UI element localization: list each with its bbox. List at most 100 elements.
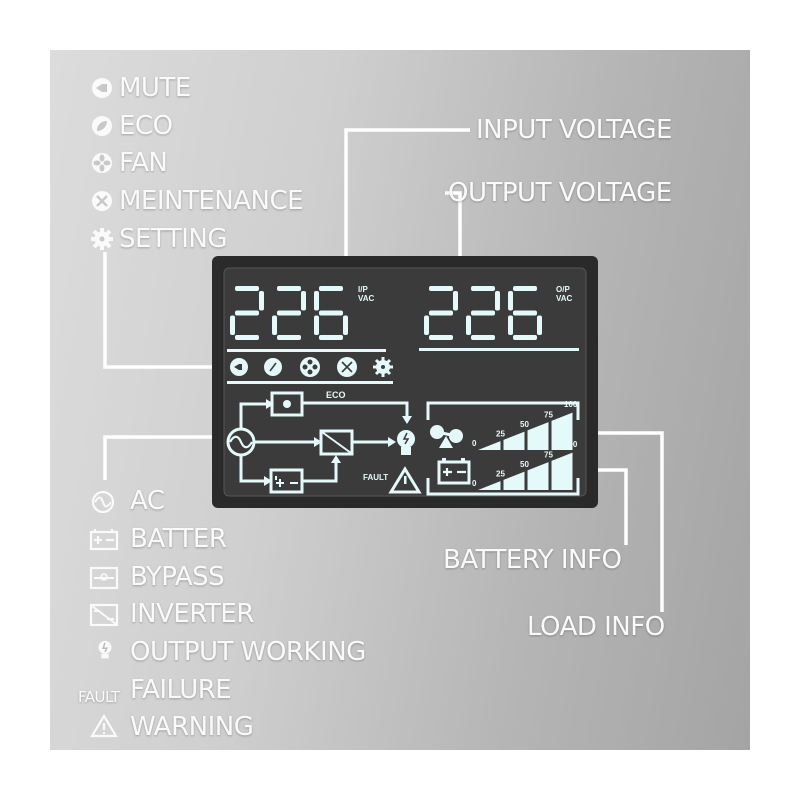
load-scale-label: 100 bbox=[564, 400, 578, 409]
battery-level-bars bbox=[478, 452, 573, 490]
digit-segment bbox=[235, 335, 259, 340]
digit-segment bbox=[429, 286, 453, 291]
input-unit-top: I/P bbox=[358, 285, 368, 294]
level-bar-segment bbox=[551, 412, 573, 450]
battery-icon bbox=[89, 529, 119, 551]
battery-scale-label: 75 bbox=[544, 451, 553, 460]
digit-segment bbox=[319, 286, 343, 291]
input-voltage-line bbox=[344, 128, 470, 278]
flow-arrow-bypass bbox=[239, 402, 266, 429]
lcd-warning-icon bbox=[388, 466, 422, 494]
digit-segment bbox=[230, 315, 235, 335]
legend-label-eco: ECO bbox=[119, 111, 173, 141]
load-scale-label: 50 bbox=[520, 420, 529, 429]
setting-gear-icon bbox=[91, 228, 113, 250]
flow-icons-line bbox=[103, 435, 214, 480]
load-bracket bbox=[426, 401, 580, 420]
legend-label-batter: BATTER bbox=[130, 524, 227, 554]
digit-segment bbox=[508, 315, 513, 335]
lcd-eco-icon bbox=[264, 358, 282, 376]
mute-icon bbox=[92, 78, 112, 98]
digit-segment bbox=[471, 335, 495, 340]
load-scale-label: 25 bbox=[496, 430, 505, 439]
legend-label-warning: WARNING bbox=[130, 712, 254, 742]
level-bar-segment bbox=[503, 431, 525, 450]
flow-arrow-eco bbox=[302, 401, 409, 418]
output-unit-bottom: VAC bbox=[556, 294, 573, 303]
digit-segment bbox=[424, 315, 429, 335]
legend-label-setting: SETTING bbox=[119, 224, 228, 254]
icons-underline bbox=[227, 381, 393, 384]
output-voltage-digits bbox=[424, 286, 542, 340]
battery-scale-label: 25 bbox=[496, 470, 505, 479]
level-bar-segment bbox=[503, 471, 525, 490]
digit-segment bbox=[277, 310, 301, 316]
lcd-setting-icon bbox=[373, 357, 393, 377]
lcd-mute-icon bbox=[230, 358, 248, 376]
ac-sine-icon bbox=[91, 490, 115, 514]
legend-label-output-working: OUTPUT WORKING bbox=[130, 637, 366, 667]
digit-segment bbox=[537, 315, 542, 335]
bulb-icon bbox=[98, 640, 112, 659]
digit-segment bbox=[259, 291, 264, 311]
lcd-fan-icon bbox=[300, 357, 320, 377]
inverter-icon bbox=[89, 603, 119, 627]
battery-scale-label: 0 bbox=[472, 479, 477, 488]
load-info-line bbox=[578, 431, 664, 612]
digit-segment bbox=[453, 291, 458, 311]
level-bar-segment bbox=[478, 481, 501, 490]
lcd-battery-level-icon bbox=[437, 458, 471, 485]
digit-segment bbox=[343, 315, 348, 335]
digit-segment bbox=[513, 335, 537, 340]
fault-text-icon: FAULT bbox=[78, 688, 120, 706]
digit-segment bbox=[471, 286, 495, 291]
legend-label-ac: AC bbox=[130, 486, 165, 516]
digit-segment bbox=[277, 335, 301, 340]
battery-bracket bbox=[426, 478, 580, 496]
legend-label-fan: FAN bbox=[119, 148, 168, 178]
flow-arrow-battery bbox=[239, 455, 264, 483]
eco-leaf-icon bbox=[92, 116, 112, 136]
legend-label-failure: FAILURE bbox=[130, 675, 232, 705]
battery-scale-label: 100 bbox=[564, 440, 578, 449]
digit-segment bbox=[429, 310, 453, 316]
digit-segment bbox=[495, 291, 500, 311]
lcd-maintenance-icon bbox=[337, 357, 357, 377]
digit-segment bbox=[272, 315, 277, 335]
load-scale-label: 75 bbox=[544, 411, 553, 420]
lcd-eco-label: ECO bbox=[326, 390, 346, 400]
digit-segment bbox=[319, 335, 343, 340]
level-bar-segment bbox=[551, 452, 573, 490]
legend-label-maintenance: MEINTENANCE bbox=[119, 186, 304, 216]
input-voltage-digits bbox=[230, 286, 348, 340]
digit-segment bbox=[471, 310, 495, 316]
legend-label-inverter: INVERTER bbox=[130, 599, 254, 629]
load-scale-label: 0 bbox=[472, 439, 477, 448]
output-unit-top: O/P bbox=[556, 285, 570, 294]
digit-segment bbox=[429, 335, 453, 340]
digit-segment bbox=[235, 286, 259, 291]
digit-segment bbox=[319, 310, 343, 316]
lcd-fault-label: FAULT bbox=[363, 473, 388, 482]
digit-segment bbox=[513, 310, 537, 316]
digit-segment bbox=[508, 291, 513, 311]
level-bar-segment bbox=[478, 441, 501, 450]
legend-label-bypass: BYPASS bbox=[130, 562, 225, 592]
maintenance-tools-icon bbox=[92, 191, 112, 211]
status-icons-line bbox=[103, 252, 214, 369]
digit-segment bbox=[314, 315, 319, 335]
digit-segment bbox=[235, 310, 259, 316]
warning-triangle-icon bbox=[90, 713, 118, 738]
bypass-icon bbox=[89, 566, 119, 590]
flow-arrow-battery-inverter bbox=[302, 462, 338, 483]
fan-icon bbox=[92, 153, 112, 173]
input-voltage-label: INPUT VOLTAGE bbox=[476, 115, 672, 145]
battery-info-label: BATTERY INFO bbox=[443, 545, 622, 575]
input-unit-bottom: VAC bbox=[358, 294, 375, 303]
output-voltage-label: OUTPUT VOLTAGE bbox=[448, 178, 672, 208]
digit-segment bbox=[301, 291, 306, 311]
digit-segment bbox=[277, 286, 301, 291]
level-bar-segment bbox=[527, 422, 549, 450]
